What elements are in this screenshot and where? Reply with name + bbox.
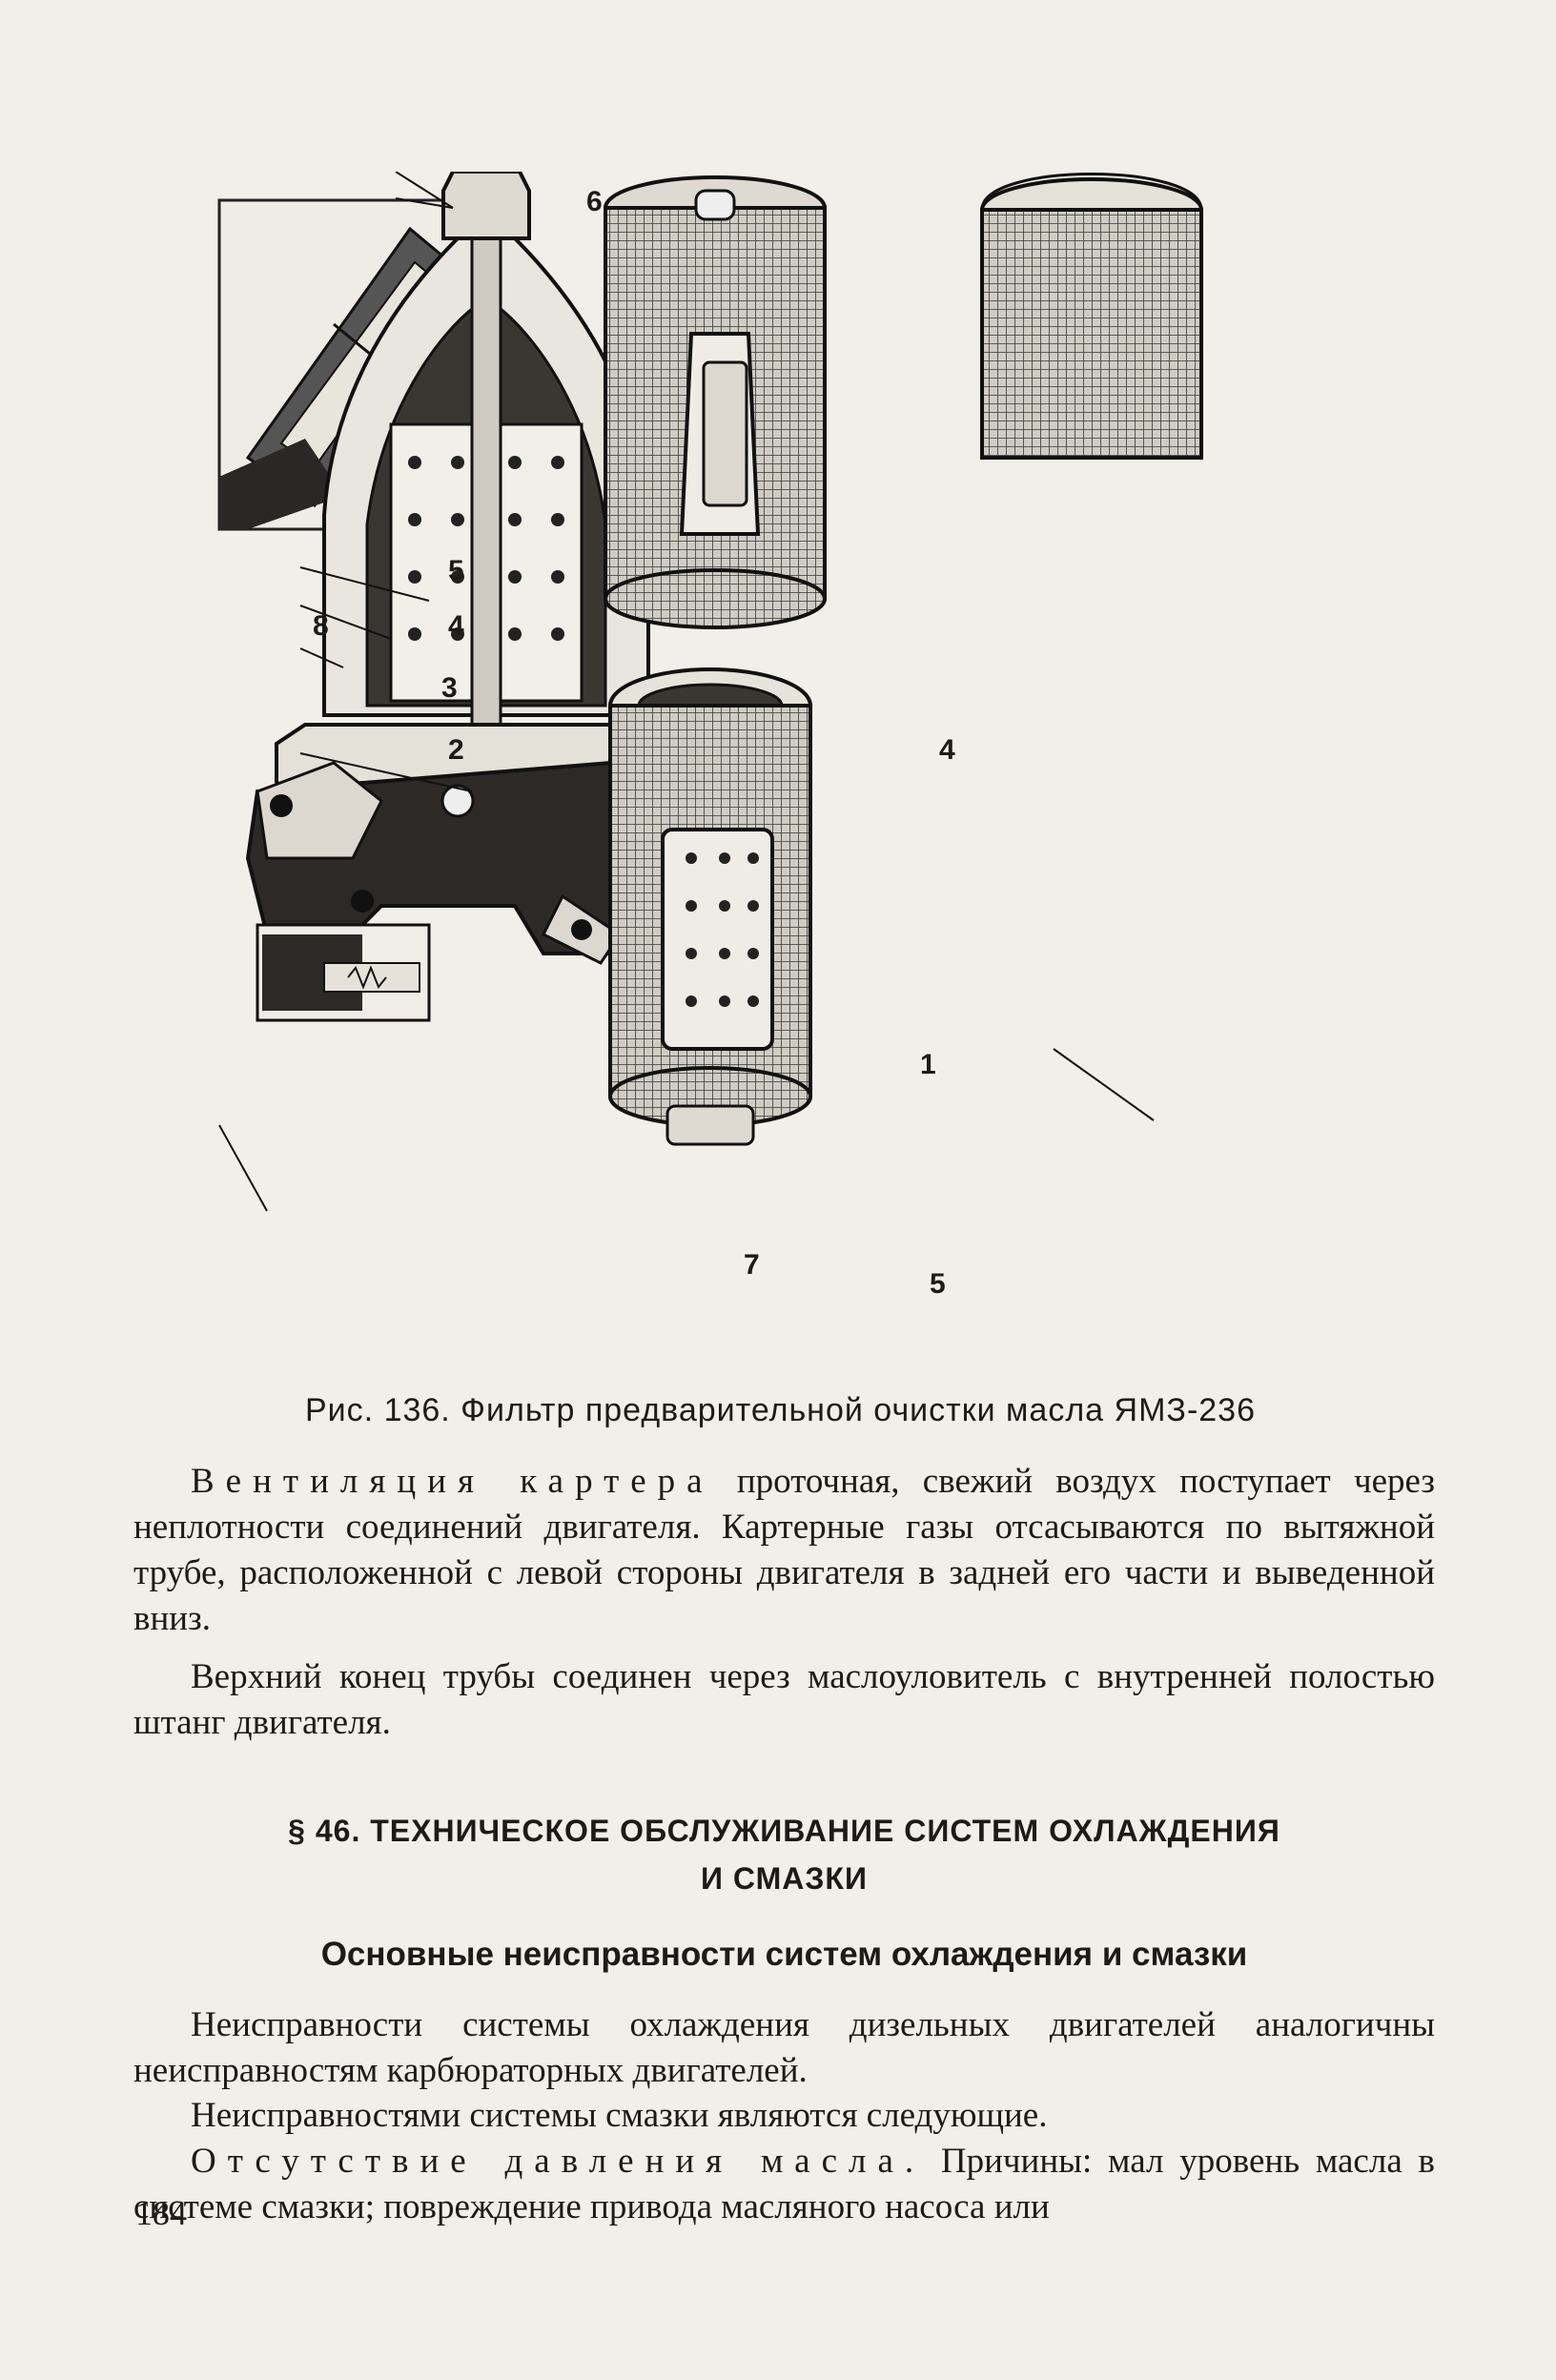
paragraph-text: Причины: мал уровень масла в системе сма…: [133, 2142, 1435, 2226]
paragraph-text: проточная, свежий воздух поступает через…: [133, 1462, 1435, 1638]
emphasis-term: Вентиляция картера: [191, 1462, 714, 1501]
section-title: § 46. ТЕХНИЧЕСКОЕ ОБСЛУЖИВАНИЕ СИСТЕМ ОХ…: [133, 1807, 1435, 1902]
section-title-line1: § 46. ТЕХНИЧЕСКОЕ ОБСЛУЖИВАНИЕ СИСТЕМ ОХ…: [288, 1814, 1280, 1848]
callout-5-element: 5: [930, 1268, 946, 1300]
callout-4-element: 4: [939, 734, 955, 766]
page-number: 184: [135, 2194, 187, 2232]
callout-2: 2: [448, 734, 464, 766]
callout-4: 4: [448, 610, 464, 642]
callout-3: 3: [441, 672, 458, 704]
leader-lines: [218, 172, 1155, 1212]
paragraph-no-oil-pressure: Отсутствие давления масла. Причины: мал …: [133, 2139, 1435, 2230]
callout-7: 7: [744, 1249, 760, 1281]
figure-caption: Рис. 136. Фильтр предварительной очистки…: [305, 1392, 1257, 1428]
callout-1: 1: [920, 1049, 936, 1080]
paragraph-cooling-faults: Неисправности системы охлаждения дизельн…: [133, 2005, 1435, 2090]
filter-element-assembled: [980, 173, 1203, 460]
filter-cutaway: [245, 172, 727, 965]
emphasis-term: Отсутствие давления масла.: [191, 2142, 926, 2181]
subsection-title: Основные неисправности систем охлаждения…: [320, 1936, 1248, 1973]
callout-8: 8: [313, 610, 329, 642]
oil-filter-illustration: [217, 172, 1203, 1212]
filter-element-assembled-body: [604, 175, 827, 629]
paragraph-lubrication-faults: Неисправностями системы смазки являются …: [191, 2096, 1048, 2135]
inset-bypass-valve: [256, 923, 431, 1022]
filter-element-cutaway: [608, 667, 812, 1146]
paragraph-ventilation: Вентиляция картера проточная, свежий воз…: [133, 1459, 1435, 1642]
callout-6: 6: [586, 186, 603, 217]
callout-5: 5: [448, 555, 464, 586]
paragraph-pipe: Верхний конец трубы соединен через масло…: [133, 1657, 1435, 1742]
section-title-line2: И СМАЗКИ: [701, 1861, 868, 1896]
